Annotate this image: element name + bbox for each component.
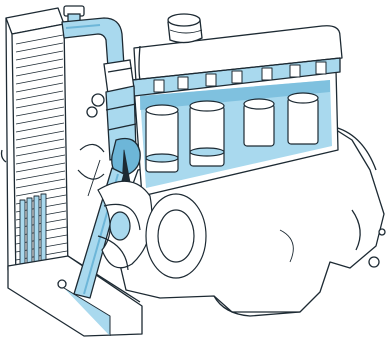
oil-filler-cap bbox=[168, 14, 202, 43]
cylinder-3 bbox=[244, 99, 274, 146]
radiator bbox=[2, 8, 69, 282]
crank-pulley bbox=[146, 194, 206, 278]
upper-hose bbox=[62, 18, 124, 68]
cylinder-1 bbox=[146, 105, 178, 172]
cylinder-2 bbox=[190, 101, 224, 166]
cylinder-4 bbox=[288, 93, 318, 144]
